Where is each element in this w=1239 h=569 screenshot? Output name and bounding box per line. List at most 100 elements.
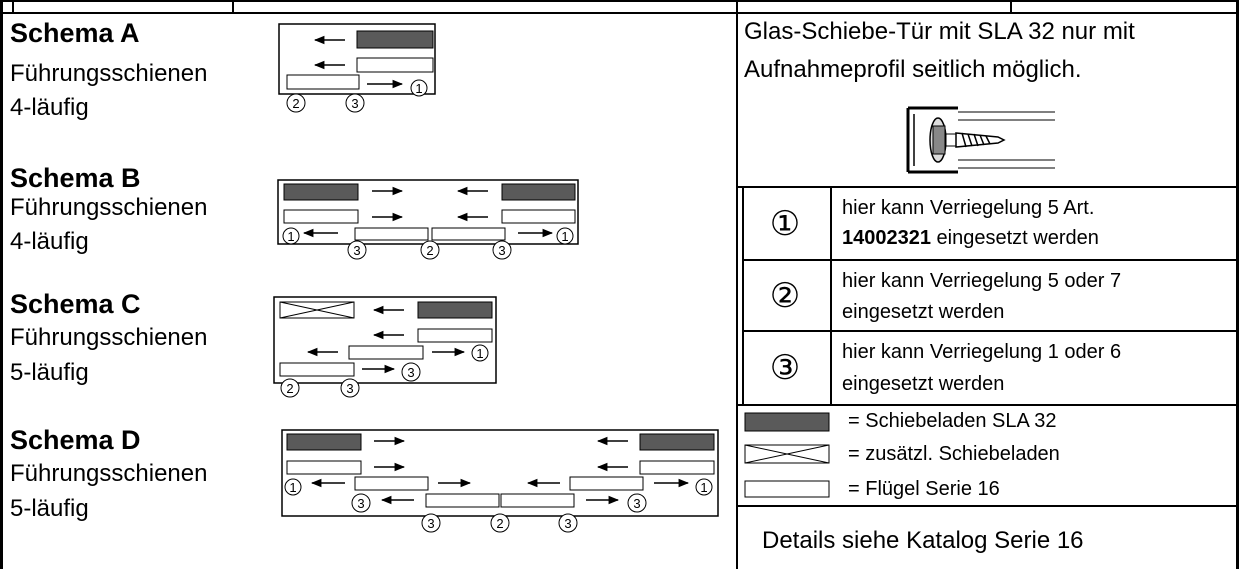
svg-text:3: 3 bbox=[564, 516, 571, 531]
profile-drawing bbox=[906, 106, 1055, 174]
schema-a-diagram: 1 2 3 bbox=[278, 23, 436, 113]
svg-text:3: 3 bbox=[353, 243, 360, 258]
wing-rect bbox=[354, 476, 429, 491]
marker-1: 1 bbox=[410, 79, 428, 97]
extra-shutter-swatch bbox=[744, 444, 830, 464]
wing-rect bbox=[569, 476, 644, 491]
schema-d-line1: Führungsschienen bbox=[10, 460, 208, 487]
legend-swatches bbox=[744, 412, 830, 498]
svg-text:1: 1 bbox=[287, 229, 294, 244]
lock-table-bottom bbox=[736, 404, 1236, 406]
lock-2-line2: eingesetzt werden bbox=[842, 301, 1005, 323]
glass-door-note-line2: Aufnahmeprofil seitlich möglich. bbox=[744, 56, 1082, 83]
lock-3-line2: eingesetzt werden bbox=[842, 373, 1005, 395]
glass-door-note-line1: Glas-Schiebe-Tür mit SLA 32 nur mit bbox=[744, 18, 1135, 45]
marker-3: 3 bbox=[340, 378, 360, 398]
schema-diagrams: 1 2 3 1 1 3 2 3 bbox=[273, 23, 719, 533]
shutter-rect bbox=[283, 183, 359, 201]
marker-3: 3 bbox=[492, 240, 512, 260]
svg-text:3: 3 bbox=[498, 243, 505, 258]
schema-b-line1: Führungsschienen bbox=[10, 194, 208, 221]
svg-text:3: 3 bbox=[633, 496, 640, 511]
left-border bbox=[0, 0, 3, 569]
wing-rect bbox=[283, 209, 359, 224]
lock-row-divider bbox=[742, 259, 1236, 261]
svg-text:2: 2 bbox=[292, 96, 299, 111]
footer-divider bbox=[736, 505, 1236, 507]
svg-text:3: 3 bbox=[427, 516, 434, 531]
lock-1-line2: 14002321 eingesetzt werden bbox=[842, 227, 1099, 249]
shutter-rect bbox=[639, 433, 715, 451]
wing-rect bbox=[417, 328, 493, 343]
schema-c-line2: 5-läufig bbox=[10, 359, 89, 386]
top-cell-divider bbox=[1010, 0, 1012, 14]
wing-rect bbox=[279, 362, 355, 377]
shutter-rect bbox=[356, 30, 434, 49]
wing-rect bbox=[348, 345, 424, 360]
lock-1-line1: hier kann Verriegelung 5 Art. bbox=[842, 197, 1095, 219]
top-cell-divider bbox=[232, 0, 234, 14]
svg-text:2: 2 bbox=[286, 381, 293, 396]
marker-2: 2 bbox=[280, 378, 300, 398]
schema-d-diagram: 1 1 3 3 3 2 3 bbox=[281, 429, 719, 533]
schema-b-title: Schema B bbox=[10, 163, 141, 193]
schema-c-line1: Führungsschienen bbox=[10, 324, 208, 351]
lock-2-line1: hier kann Verriegelung 5 oder 7 bbox=[842, 270, 1122, 292]
schema-a-title: Schema A bbox=[10, 18, 140, 48]
wing-rect bbox=[501, 209, 576, 224]
top-header-cell-border bbox=[0, 12, 1239, 14]
lock-symbol-1: ① bbox=[769, 205, 801, 243]
wing-rect bbox=[286, 74, 360, 90]
right-divider bbox=[736, 186, 1236, 188]
schema-d-line2: 5-läufig bbox=[10, 495, 89, 522]
lock-symbol-3: ③ bbox=[769, 349, 801, 387]
svg-text:1: 1 bbox=[561, 229, 568, 244]
marker-2: 2 bbox=[490, 513, 510, 533]
legend-shutter-label: = Schiebeladen SLA 32 bbox=[848, 410, 1057, 432]
wing-rect bbox=[356, 57, 434, 73]
marker-3: 3 bbox=[345, 93, 365, 113]
marker-3: 3 bbox=[347, 240, 367, 260]
svg-text:3: 3 bbox=[346, 381, 353, 396]
wing-rect bbox=[500, 493, 575, 508]
shutter-rect bbox=[417, 301, 493, 319]
svg-text:1: 1 bbox=[415, 81, 422, 96]
legend-wing-label: = Flügel Serie 16 bbox=[848, 478, 1000, 500]
lock-row-divider bbox=[742, 330, 1236, 332]
extra-shutter-rect bbox=[279, 301, 355, 319]
shutter-rect bbox=[501, 183, 576, 201]
legend-extra-shutter-label: = zusätzl. Schiebeladen bbox=[848, 443, 1060, 465]
lock-table-left bbox=[742, 187, 744, 406]
marker-3: 3 bbox=[627, 493, 647, 513]
svg-text:2: 2 bbox=[426, 243, 433, 258]
shutter-rect bbox=[286, 433, 362, 451]
marker-3: 3 bbox=[558, 513, 578, 533]
marker-1: 1 bbox=[284, 478, 302, 496]
svg-text:2: 2 bbox=[496, 516, 503, 531]
wing-swatch bbox=[744, 480, 830, 498]
wing-rect bbox=[354, 227, 429, 241]
schema-b-line2: 4-läufig bbox=[10, 228, 89, 255]
schema-c-diagram: 1 3 2 3 bbox=[273, 296, 497, 398]
lock-symbol-2: ② bbox=[769, 277, 801, 315]
wing-rect bbox=[431, 227, 506, 241]
marker-1: 1 bbox=[556, 227, 574, 245]
marker-2: 2 bbox=[286, 93, 306, 113]
column-divider bbox=[736, 0, 738, 569]
svg-text:1: 1 bbox=[700, 480, 707, 495]
marker-3: 3 bbox=[351, 493, 371, 513]
marker-1: 1 bbox=[471, 344, 489, 362]
wing-rect bbox=[286, 460, 362, 475]
marker-1: 1 bbox=[695, 478, 713, 496]
marker-3: 3 bbox=[421, 513, 441, 533]
lock-table-mid bbox=[830, 187, 832, 406]
schema-a-line2: 4-läufig bbox=[10, 94, 89, 121]
top-border bbox=[0, 0, 1239, 2]
schema-d-title: Schema D bbox=[10, 425, 141, 455]
marker-2: 2 bbox=[420, 240, 440, 260]
marker-3: 3 bbox=[401, 362, 421, 382]
schema-b-diagram: 1 1 3 2 3 bbox=[277, 179, 579, 260]
catalog-footer: Details siehe Katalog Serie 16 bbox=[762, 527, 1084, 554]
wing-rect bbox=[639, 460, 715, 475]
svg-text:3: 3 bbox=[407, 365, 414, 380]
